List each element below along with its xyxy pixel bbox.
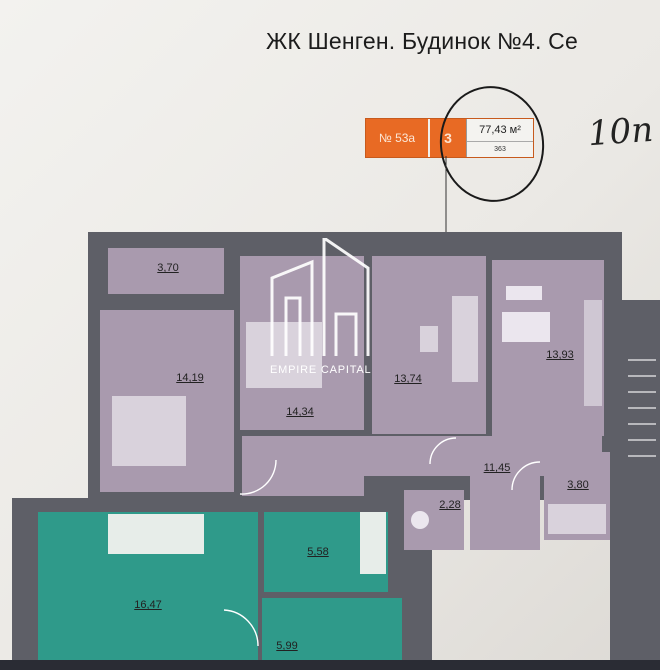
- room-area-label: 13,74: [394, 373, 422, 385]
- stair-wall: [610, 300, 660, 670]
- bed-2: [246, 322, 322, 388]
- room-storage: [108, 248, 224, 294]
- watermark-text: EMPIRE CAPITAL: [270, 364, 372, 376]
- room-area-label: 16,47: [134, 599, 162, 611]
- room-area-label: 5,58: [307, 546, 329, 558]
- room-count: 3: [428, 119, 466, 157]
- neighbor-door-arc: [223, 609, 259, 647]
- armchair: [420, 326, 438, 352]
- room-area-label: 3,70: [157, 262, 179, 274]
- room-area-label: 14,34: [286, 406, 314, 418]
- room-area-label: 14,19: [176, 372, 204, 384]
- room-area-label: 5,99: [276, 640, 298, 652]
- dining-table: [502, 312, 550, 342]
- door-arc-1: [239, 459, 277, 495]
- toilet: [411, 511, 429, 529]
- neighbor-sofa: [108, 514, 204, 554]
- kitchen-counter: [584, 300, 602, 406]
- room-hall-west: [242, 436, 364, 496]
- door-arc-2: [429, 437, 457, 465]
- apartment-code: 363: [494, 146, 506, 153]
- bottom-edge: [0, 660, 660, 670]
- room-area-label: 13,93: [546, 349, 574, 361]
- page-title: ЖК Шенген. Будинок №4. Се: [266, 28, 578, 54]
- sofa: [452, 296, 478, 382]
- room-area-label: 2,28: [439, 499, 461, 511]
- chairs-top: [506, 286, 542, 300]
- bathtub: [548, 504, 606, 534]
- empire-capital-logo: [270, 238, 370, 356]
- room-area-label: 11,45: [483, 462, 511, 474]
- stairs: [628, 359, 656, 457]
- bed-1: [112, 396, 186, 466]
- apartment-number: № 53а: [366, 119, 428, 157]
- room-corridor: [470, 470, 540, 550]
- area-box: 77,43 м² 363: [466, 119, 533, 157]
- door-arc-3: [511, 461, 541, 491]
- apartment-area: 77,43 м²: [467, 119, 533, 142]
- neighbor-hall: [262, 598, 402, 660]
- neighbor-tub: [360, 512, 386, 574]
- apartment-badge: № 53а 3 77,43 м² 363: [365, 118, 534, 158]
- room-area-label: 3,80: [567, 479, 589, 491]
